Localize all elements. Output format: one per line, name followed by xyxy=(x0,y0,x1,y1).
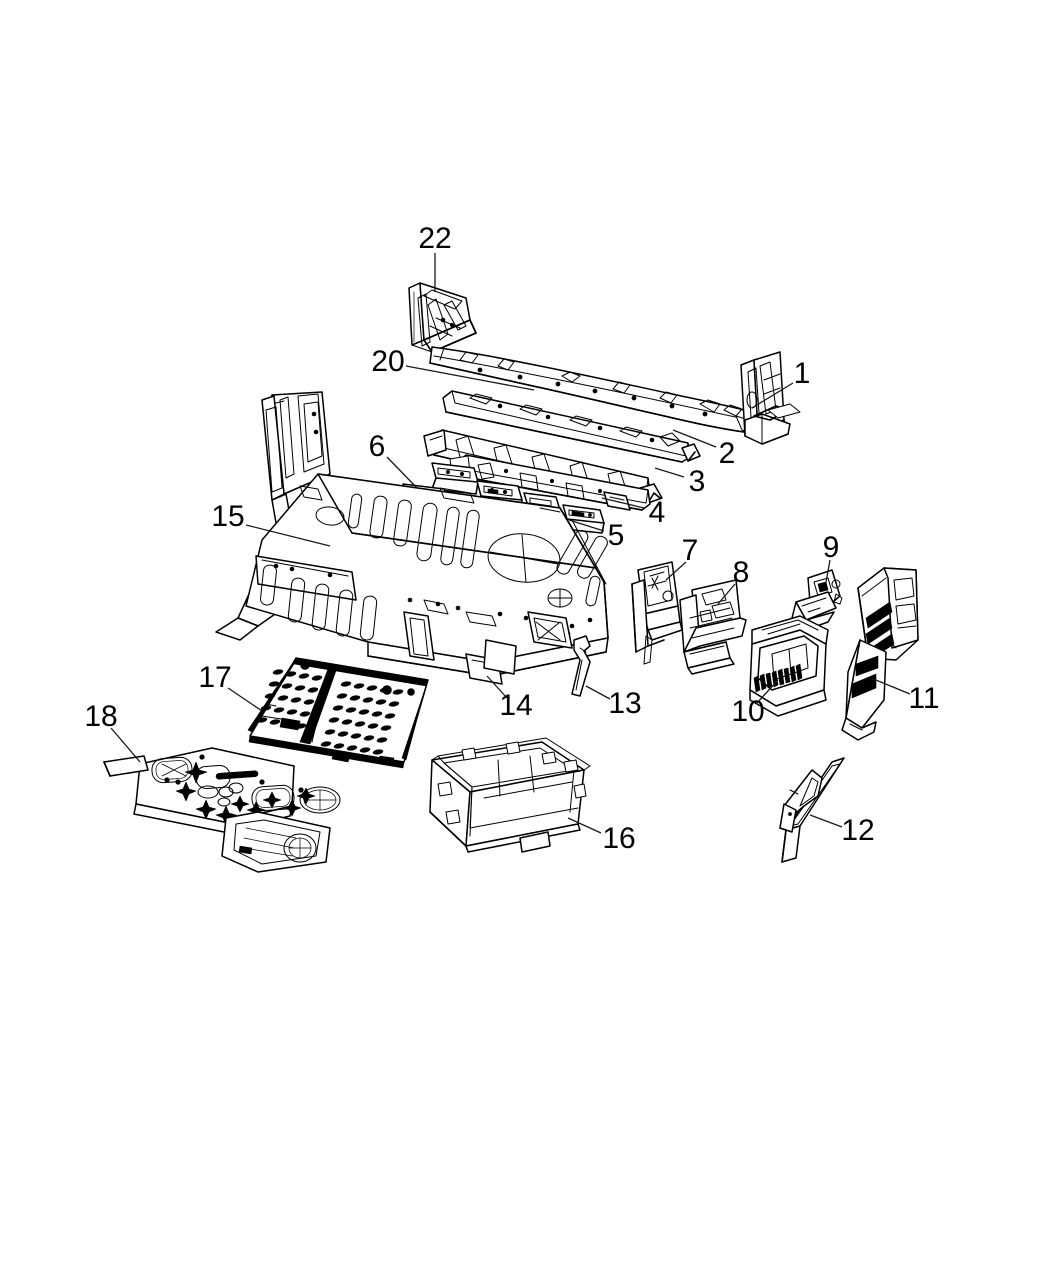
floor-pan-upright-backrest xyxy=(261,391,331,501)
leader-18 xyxy=(110,727,141,763)
leader-11 xyxy=(870,677,911,695)
callout-label-15: 15 xyxy=(211,500,244,533)
part-10-jack-stowage-bracket xyxy=(749,615,829,717)
callout-label-6: 6 xyxy=(369,430,386,463)
callout-label-1: 1 xyxy=(794,357,811,390)
leader-3 xyxy=(654,467,685,478)
leader-12 xyxy=(809,814,843,828)
callout-label-4: 4 xyxy=(649,496,666,529)
callout-numbers: 1 2 3 4 5 6 7 8 9 10 11 12 13 14 15 16 1… xyxy=(84,222,939,855)
leader-7 xyxy=(665,561,687,581)
callout-label-12: 12 xyxy=(841,814,874,847)
part-22-rear-body-corner-bracket-left xyxy=(408,282,477,353)
callout-label-18: 18 xyxy=(84,700,117,733)
part-12-rocker-extension-reinforcement xyxy=(779,757,845,863)
callout-label-14: 14 xyxy=(499,689,532,722)
part-17-perforated-load-floor-panel xyxy=(247,657,429,769)
floor-pan-right-rear-bracket xyxy=(527,611,573,649)
callout-label-9: 9 xyxy=(823,531,840,564)
leader-10 xyxy=(756,679,779,704)
floor-pan-upper-embossments xyxy=(299,485,608,608)
callout-label-11: 11 xyxy=(908,682,939,715)
part-13-hook-rod xyxy=(571,635,591,697)
callout-label-13: 13 xyxy=(608,687,641,720)
part-8-battery-tray-support xyxy=(679,579,747,675)
jack-bracket-teeth xyxy=(753,663,803,693)
callout-label-10: 10 xyxy=(731,695,764,728)
callout-label-22: 22 xyxy=(418,222,451,255)
callout-label-7: 7 xyxy=(682,534,699,567)
leader-20 xyxy=(405,365,535,391)
part-18-center-floor-panel xyxy=(103,747,341,873)
leader-16 xyxy=(567,817,602,834)
callout-leader-lines xyxy=(110,253,911,834)
callout-label-17: 17 xyxy=(198,661,231,694)
floor-pan-lower-embossments xyxy=(260,564,593,641)
perforation-grid-left xyxy=(256,669,323,729)
center-panel-cutouts xyxy=(151,756,341,814)
leader-17 xyxy=(227,687,263,712)
leader-6 xyxy=(386,456,418,489)
leader-5 xyxy=(568,519,605,532)
callout-label-3: 3 xyxy=(689,465,706,498)
callout-label-5: 5 xyxy=(608,519,625,552)
perforation-grid-right xyxy=(320,681,404,755)
leader-4 xyxy=(601,497,645,509)
leader-14 xyxy=(486,675,508,699)
leader-13 xyxy=(585,685,611,700)
part-11-rear-wheelhouse-inner-panel xyxy=(841,567,919,741)
callout-label-2: 2 xyxy=(719,437,736,470)
part-2-upper-rear-crossmember xyxy=(442,390,701,463)
part-7-fuel-tank-shield-bracket xyxy=(631,561,683,665)
callout-label-20: 20 xyxy=(371,345,404,378)
bracket-d xyxy=(562,504,605,534)
part-15-14-floor-pan-assembly xyxy=(215,391,609,685)
part-20-side-sill-rail xyxy=(429,346,757,435)
part-1-rear-body-corner-bracket-right xyxy=(740,351,801,445)
leader-8 xyxy=(717,583,736,605)
callout-label-16: 16 xyxy=(602,822,635,855)
part-16-storage-bin xyxy=(429,737,591,853)
callout-label-8: 8 xyxy=(733,556,750,589)
leader-9 xyxy=(825,559,831,583)
leader-1 xyxy=(751,382,794,409)
leader-15 xyxy=(245,524,331,547)
leader-2 xyxy=(672,429,717,448)
